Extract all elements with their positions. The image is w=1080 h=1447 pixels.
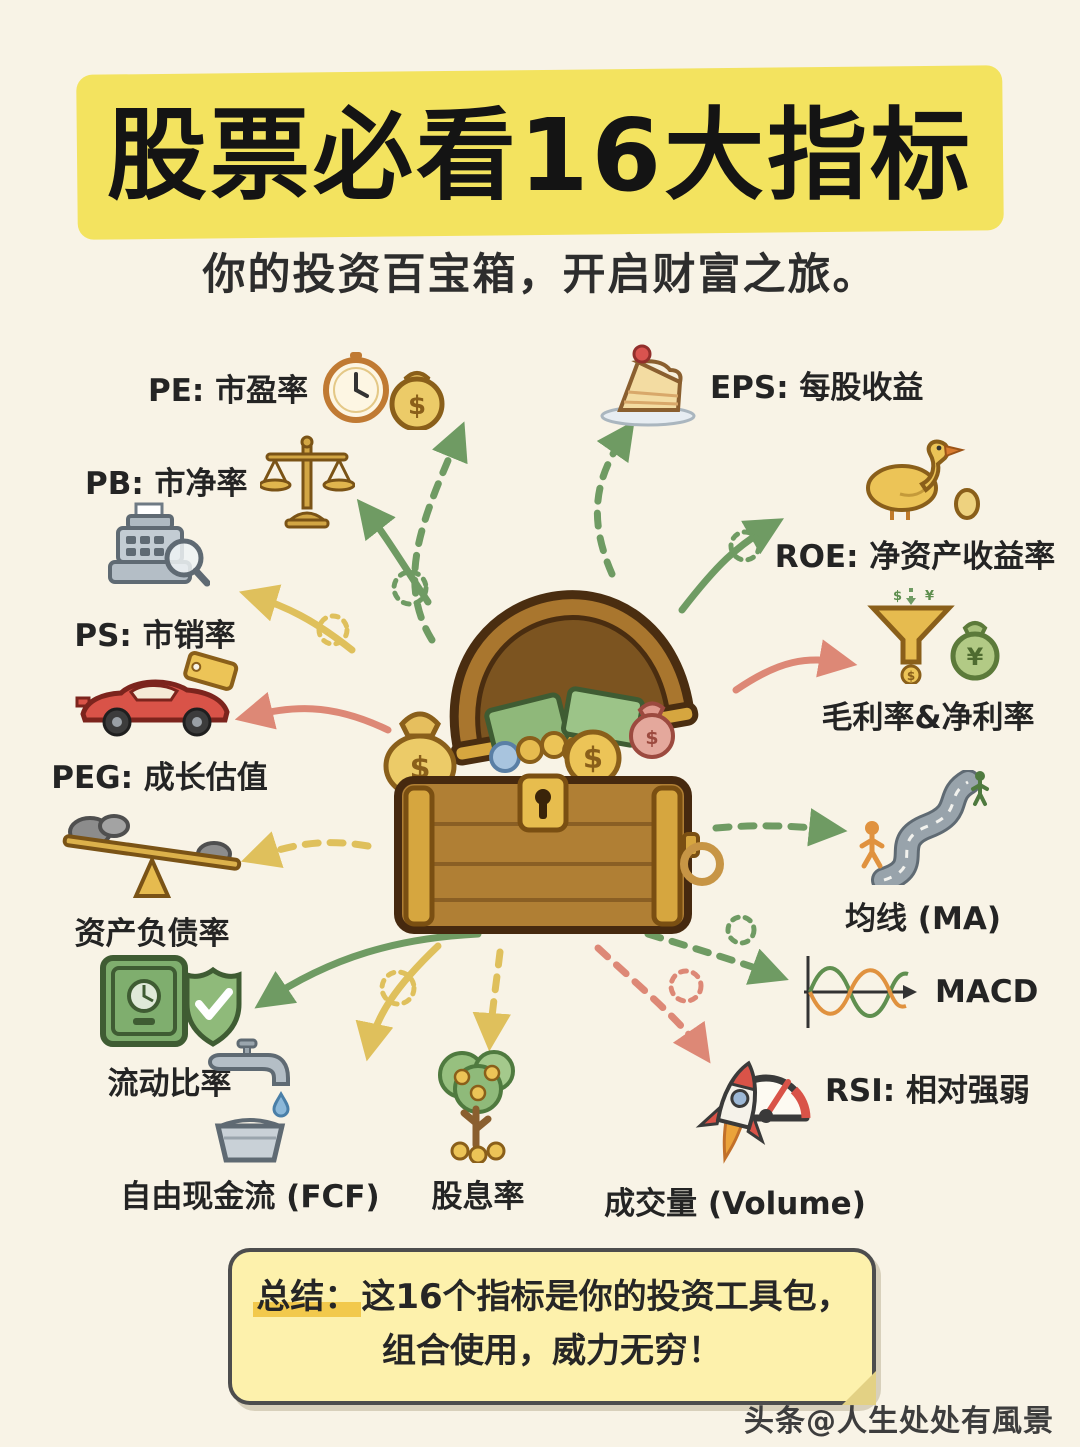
indicator-label: MACD: [935, 974, 1039, 1010]
indicator-ma: 均线 (MA): [838, 770, 1008, 938]
summary-highlight: 总结：: [253, 1277, 362, 1317]
faucet-and-bucket-icon: [207, 1038, 290, 1163]
winding-road-icon: [859, 770, 989, 885]
indicator-label: PS: 市销率: [74, 618, 236, 654]
indicator-macd: MACD: [798, 948, 1038, 1036]
indicator-label: ROE: 净资产收益率: [774, 539, 1056, 575]
indicator-label: 均线 (MA): [845, 901, 1001, 937]
svg-text:$: $: [907, 669, 915, 683]
svg-text:$: $: [893, 589, 902, 604]
summary-line-2: 组合使用，威力无穷！: [382, 1331, 722, 1372]
indicator-label: 股息率: [431, 1179, 525, 1215]
svg-text:$: $: [645, 727, 658, 749]
seesaw-with-rocks-icon: [62, 814, 242, 898]
indicator-roe: ROE: 净资产收益率: [770, 428, 1060, 576]
summary-box: 总结：这16个指标是你的投资工具包， 组合使用，威力无穷！: [228, 1248, 876, 1405]
safe-and-shield-icon: [99, 955, 241, 1047]
cake-icon: [600, 344, 696, 427]
indicator-label: PEG: 成长估值: [51, 760, 268, 796]
title-text: 股票必看16大指标: [106, 97, 974, 215]
svg-text:¥: ¥: [925, 589, 934, 604]
race-car-and-price-tag-icon: [75, 651, 238, 737]
indicator-label: PE: 市盈率: [148, 372, 309, 409]
cash-register-icon: [108, 502, 210, 587]
summary-line-1: 总结：这16个指标是你的投资工具包，: [252, 1270, 852, 1324]
indicator-label: 成交量 (Volume): [604, 1186, 866, 1222]
indicator-label: 毛利率&净利率: [821, 700, 1035, 736]
indicator-volume: 成交量 (Volume): [585, 1058, 885, 1223]
svg-text:$: $: [408, 391, 426, 421]
money-tree-icon: [437, 1050, 515, 1163]
indicator-eps: EPS: 每股收益: [598, 340, 923, 428]
indicator-current-ratio: 流动比率: [82, 952, 257, 1103]
watermark: 头条@人生处处有風景: [744, 1404, 1054, 1439]
balance-scale-icon: [259, 435, 355, 529]
indicator-label: 资产负债率: [74, 916, 230, 952]
indicator-dividend-yield: 股息率: [408, 1045, 548, 1216]
rocket-icon: [695, 1060, 765, 1164]
title-highlight: 股票必看16大指标: [76, 65, 1004, 240]
indicator-label: 流动比率: [107, 1066, 232, 1102]
indicator-fcf: 自由现金流 (FCF): [105, 1038, 395, 1216]
indicator-label: RSI: 相对强弱: [825, 1072, 1030, 1109]
treasure-chest-icon: $ $ $: [383, 590, 724, 934]
indicator-margin: $ ¥ $ ¥ 毛利率&净利率: [808, 588, 1048, 737]
indicator-debt-ratio: 资产负债率: [52, 808, 252, 953]
page-subtitle: 你的投资百宝箱，开启财富之旅。: [202, 250, 878, 300]
indicator-pb: PB: 市净率: [85, 430, 355, 530]
page-title: 股票必看16大指标: [0, 65, 1080, 240]
macd-waves-icon: [804, 956, 917, 1028]
indicator-pe: PE: 市盈率 $: [148, 344, 452, 430]
page-fold-decoration: [842, 1370, 876, 1405]
indicator-label: 自由现金流 (FCF): [120, 1179, 380, 1215]
funnel-and-moneybag-icon: $ ¥ $ ¥: [867, 588, 1000, 684]
svg-text:¥: ¥: [967, 643, 984, 671]
indicator-label: EPS: 每股收益: [710, 369, 924, 406]
clock-and-moneybag-icon: $: [323, 352, 445, 430]
svg-text:$: $: [583, 741, 603, 775]
treasure-chest-illustration: $ $ $: [340, 552, 740, 966]
indicator-ps: PS: 市销率: [60, 502, 250, 655]
indicator-peg: PEG: 成长估值: [42, 648, 277, 797]
goose-and-egg-icon: [866, 439, 980, 520]
summary-text-1: 这16个指标是你的投资工具包，: [361, 1277, 851, 1317]
indicator-label: PB: 市净率: [85, 465, 248, 502]
